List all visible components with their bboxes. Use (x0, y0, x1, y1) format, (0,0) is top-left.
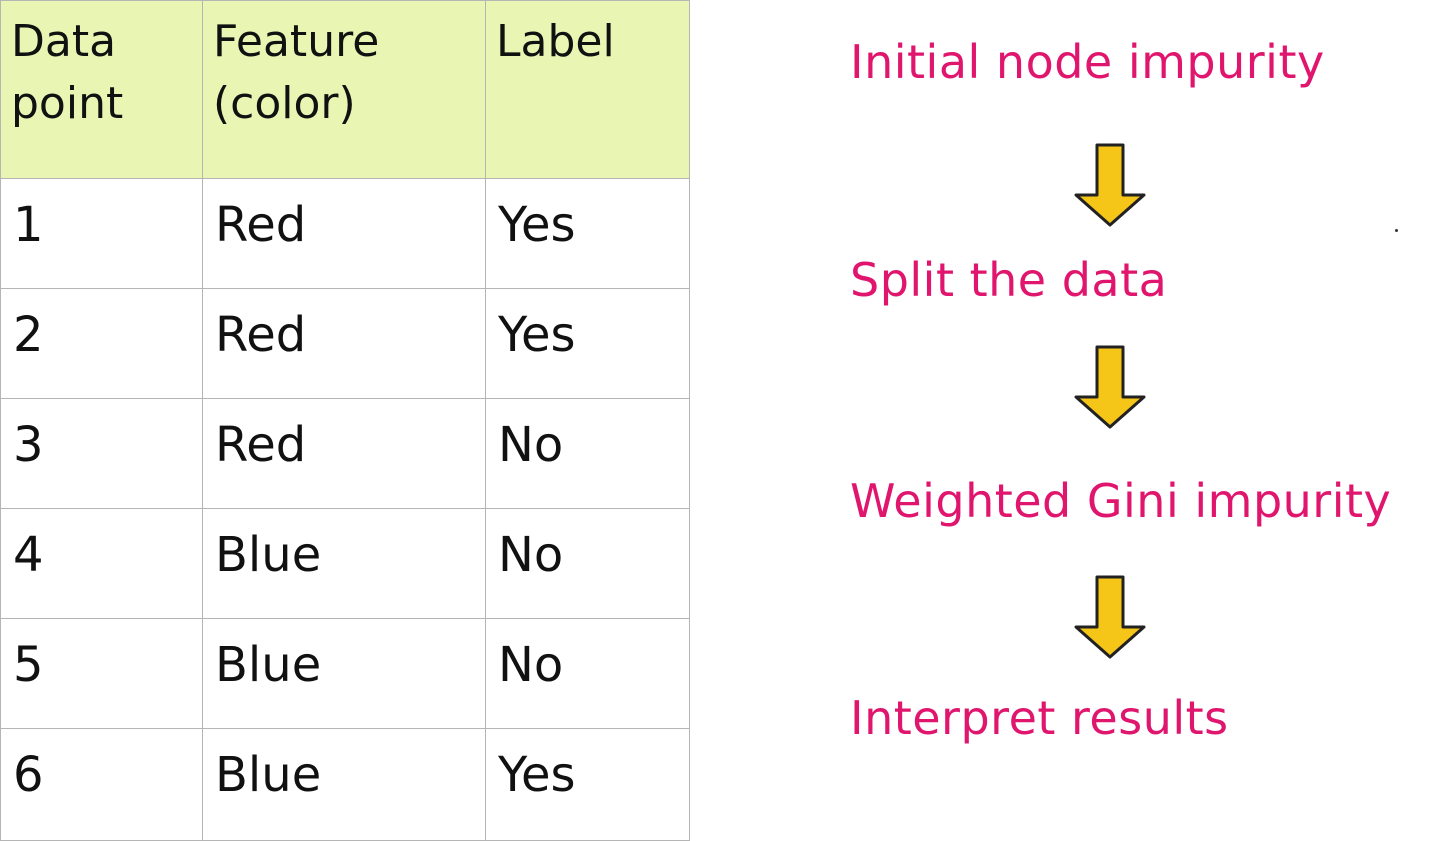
table-row: 3 Red No (0, 398, 690, 509)
cell-feature: Blue (202, 618, 486, 729)
step-interpret-results: Interpret results (850, 691, 1229, 745)
cell-feature: Red (202, 288, 486, 399)
header-data-point: Data point (0, 0, 203, 179)
cell-data-point: 4 (0, 508, 203, 619)
table-row: 2 Red Yes (0, 288, 690, 399)
cell-label: No (485, 618, 690, 729)
cell-data-point: 2 (0, 288, 203, 399)
down-arrow-icon (1074, 345, 1146, 429)
step-weighted-gini-impurity: Weighted Gini impurity (850, 474, 1392, 528)
cell-feature: Red (202, 178, 486, 289)
data-table: Data point Feature (color) Label 1 Red Y… (0, 0, 690, 841)
step-initial-node-impurity: Initial node impurity (850, 35, 1325, 89)
cell-data-point: 3 (0, 398, 203, 509)
cell-label: Yes (485, 178, 690, 289)
header-data-point-label: Data point (11, 16, 124, 129)
table-body: 1 Red Yes 2 Red Yes 3 Red No 4 Blue No 5… (0, 178, 690, 841)
table-row: 1 Red Yes (0, 178, 690, 289)
table-row: 5 Blue No (0, 618, 690, 729)
cell-label: Yes (485, 728, 690, 841)
cell-label: No (485, 398, 690, 509)
step-split-the-data: Split the data (850, 253, 1168, 307)
header-row: Data point Feature (color) Label (0, 0, 690, 179)
stray-dot (1395, 229, 1398, 232)
down-arrow-icon (1074, 575, 1146, 659)
cell-data-point: 6 (0, 728, 203, 841)
cell-feature: Blue (202, 508, 486, 619)
header-feature-color: Feature (color) (202, 0, 486, 179)
header-label: Label (485, 0, 690, 179)
down-arrow-icon (1074, 143, 1146, 227)
table-row: 6 Blue Yes (0, 728, 690, 841)
header-label-label: Label (496, 16, 615, 67)
cell-label: No (485, 508, 690, 619)
table-row: 4 Blue No (0, 508, 690, 619)
cell-label: Yes (485, 288, 690, 399)
cell-feature: Blue (202, 728, 486, 841)
table-header: Data point Feature (color) Label (0, 0, 690, 179)
cell-data-point: 1 (0, 178, 203, 289)
cell-feature: Red (202, 398, 486, 509)
cell-data-point: 5 (0, 618, 203, 729)
header-feature-color-label: Feature (color) (213, 16, 380, 129)
